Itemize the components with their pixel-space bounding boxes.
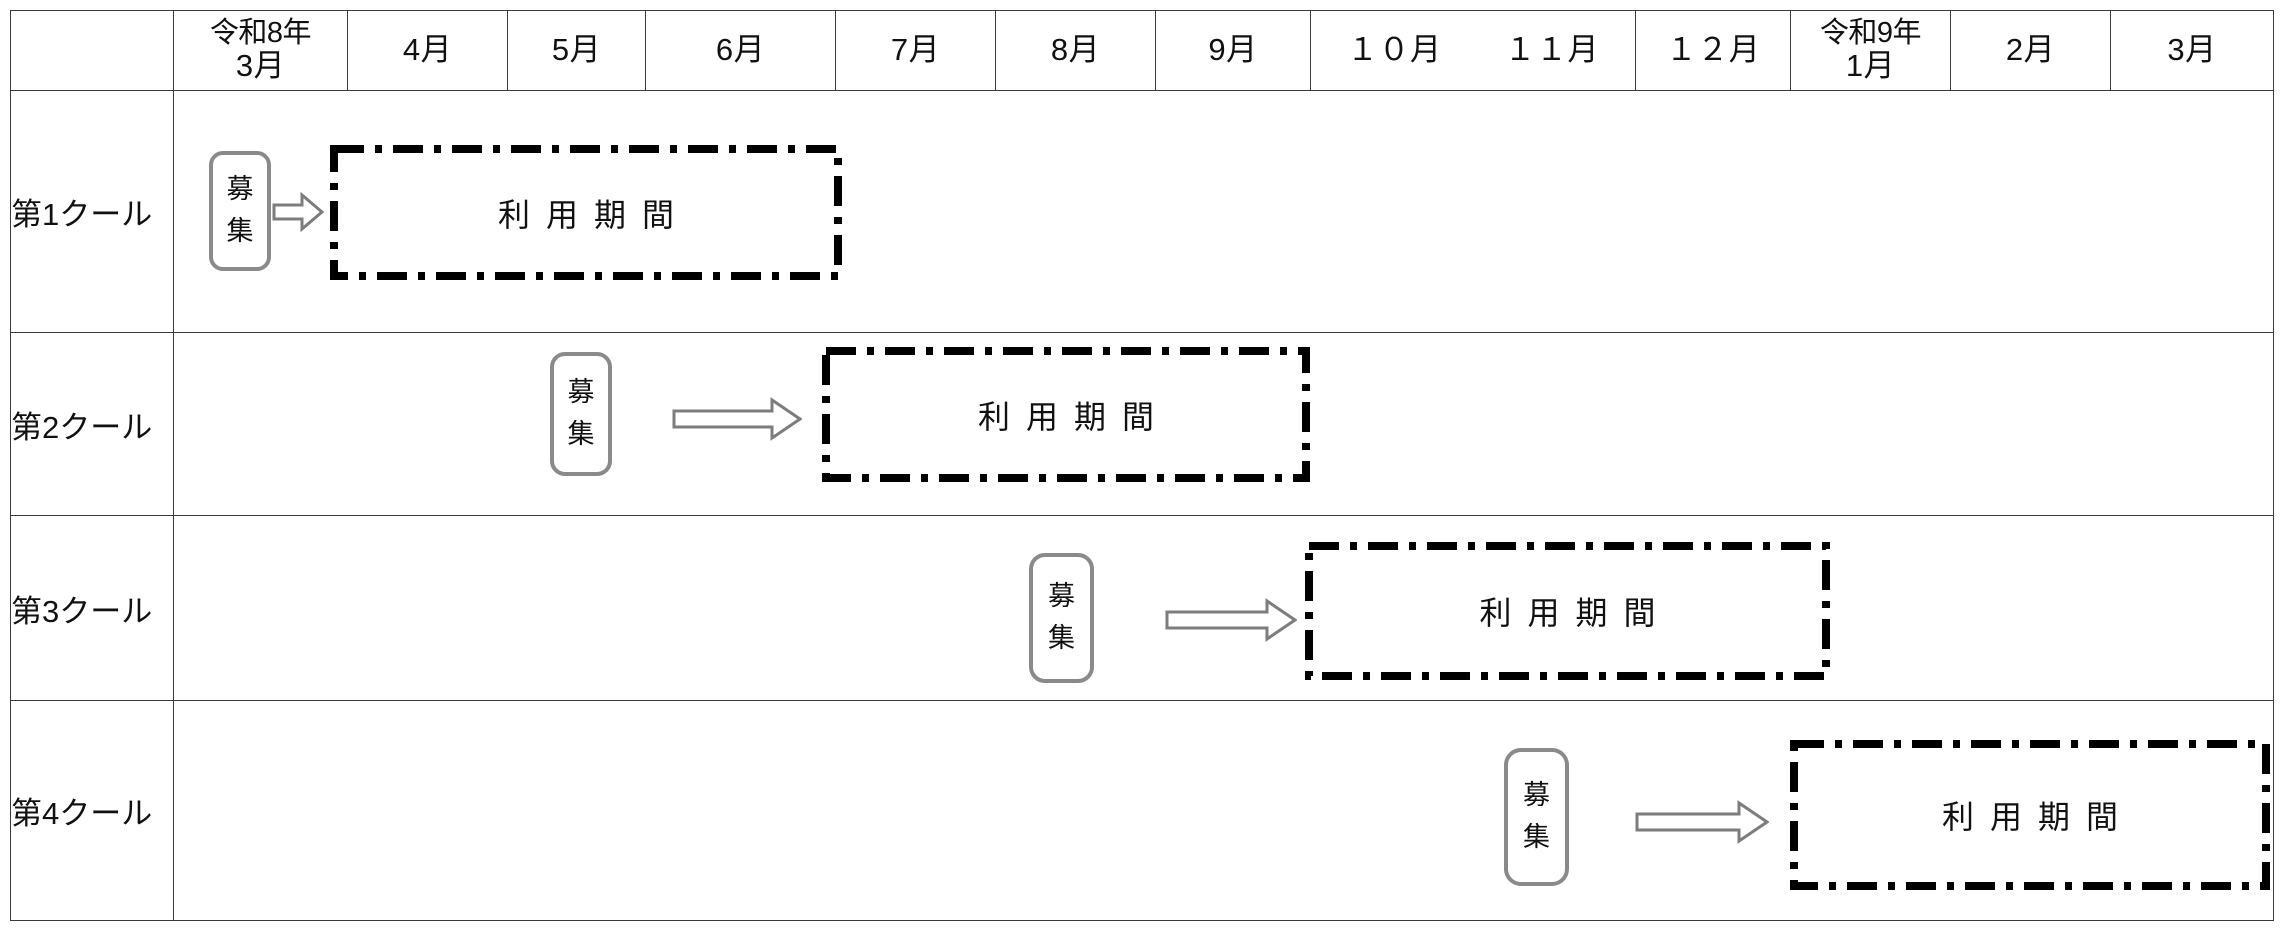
schedule-table: 令和8年 3月 4月 5月 6月 7月 8月 9月 １０月 １１月 — [10, 10, 2274, 921]
header-month-label: 2月 — [2005, 32, 2056, 68]
header-month-2027-03: 3月 — [2110, 10, 2274, 91]
table-row: 第1クール — [10, 90, 2274, 333]
row-track-cohort-4 — [173, 700, 2274, 921]
header-month-2026-12: １２月 — [1635, 10, 1791, 91]
header-month-label: 5月 — [551, 32, 602, 68]
header-month-2026-10-11: １０月 １１月 — [1310, 10, 1636, 91]
header-month-label: 8月 — [1050, 32, 1101, 68]
table-row: 第4クール — [10, 700, 2274, 921]
header-corner-blank — [10, 10, 174, 91]
header-month-label: １２月 — [1665, 32, 1761, 68]
header-month-label: 3月 — [2167, 32, 2217, 68]
header-month-2026-04: 4月 — [347, 10, 508, 91]
header-month-2026-05: 5月 — [507, 10, 646, 91]
header-month-label: 6月 — [715, 32, 766, 68]
header-month-label: 4月 — [402, 32, 453, 68]
header-month-2026-07: 7月 — [835, 10, 996, 91]
row-label-cohort-1: 第1クール — [10, 90, 174, 333]
header-month-2027-01: 令和9年 1月 — [1790, 10, 1951, 91]
header-month-2026-03: 令和8年 3月 — [173, 10, 348, 91]
row-track-cohort-3 — [173, 515, 2274, 701]
header-month-2027-02: 2月 — [1950, 10, 2111, 91]
header-month-label: 1月 — [1845, 48, 1896, 84]
header-month-label: 9月 — [1208, 32, 1258, 68]
header-month-label: １０月 １１月 — [1347, 32, 1599, 68]
row-track-cohort-2 — [173, 332, 2274, 516]
row-label-cohort-3: 第3クール — [10, 515, 174, 701]
header-year-reiwa9: 令和9年 — [1819, 16, 1922, 49]
table-row: 第2クール — [10, 332, 2274, 516]
header-month-label: 3月 — [235, 48, 286, 84]
row-label-cohort-2: 第2クール — [10, 332, 174, 516]
row-label-cohort-4: 第4クール — [10, 700, 174, 921]
row-track-cohort-1 — [173, 90, 2274, 333]
table-header-row: 令和8年 3月 4月 5月 6月 7月 8月 9月 １０月 １１月 — [10, 10, 2274, 91]
header-month-2026-08: 8月 — [995, 10, 1156, 91]
header-month-2026-09: 9月 — [1155, 10, 1311, 91]
header-month-label: 7月 — [890, 32, 941, 68]
header-month-2026-06: 6月 — [645, 10, 836, 91]
header-year-reiwa8: 令和8年 — [209, 16, 312, 49]
table-row: 第3クール — [10, 515, 2274, 701]
